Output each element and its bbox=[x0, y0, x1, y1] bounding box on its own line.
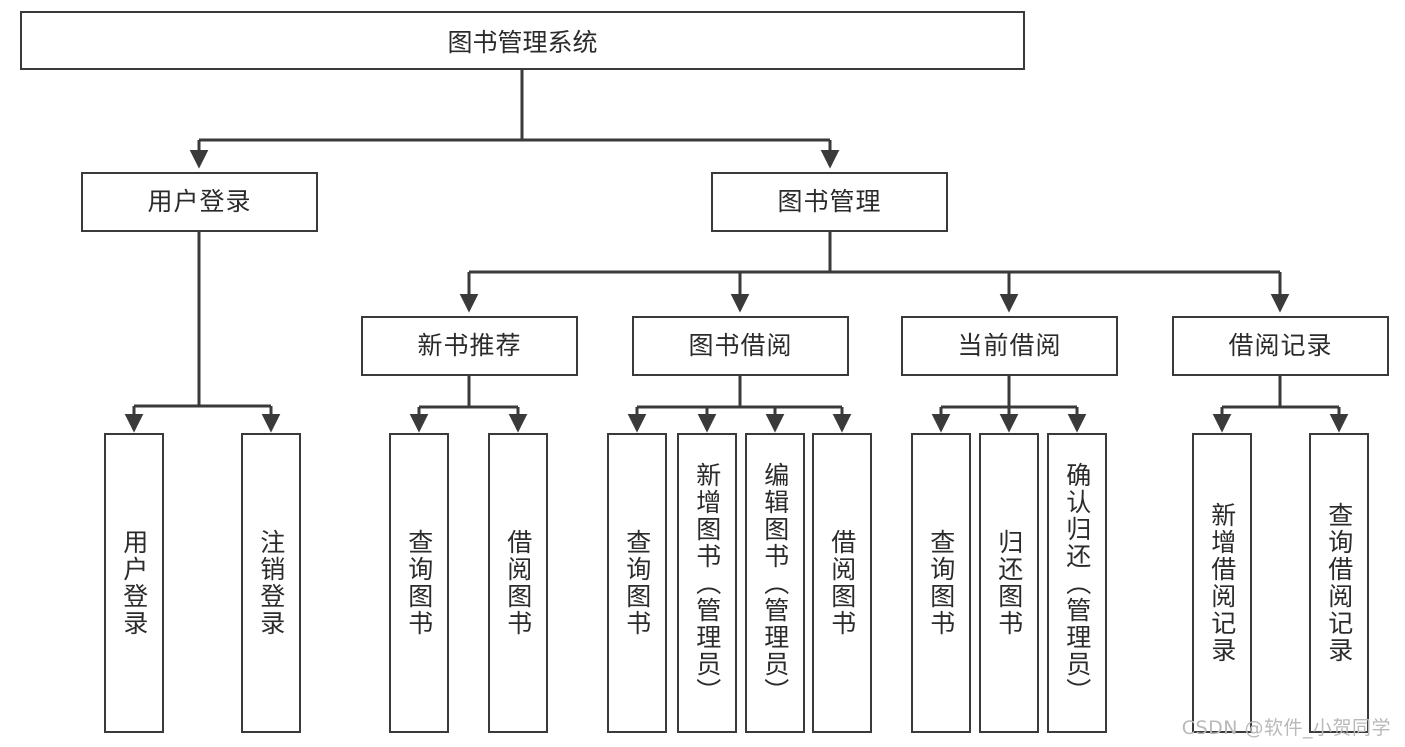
leaf-label: 用户登录 bbox=[119, 529, 149, 637]
leaf-label: 查询图书 bbox=[926, 529, 956, 637]
node-borrow-record[interactable]: 借阅记录 bbox=[1172, 316, 1389, 376]
watermark-text: CSDN @软件_小贺同学 bbox=[1181, 717, 1391, 739]
leaf-label: 确认归还（管理员） bbox=[1062, 461, 1092, 705]
leaf-user-login[interactable]: 用户登录 bbox=[104, 433, 164, 733]
leaf-query-book-1[interactable]: 查询图书 bbox=[389, 433, 449, 733]
leaf-borrow-book-2[interactable]: 借阅图书 bbox=[812, 433, 872, 733]
leaf-label: 借阅图书 bbox=[827, 529, 857, 637]
leaf-logout-login[interactable]: 注销登录 bbox=[241, 433, 301, 733]
leaf-return-book[interactable]: 归还图书 bbox=[979, 433, 1039, 733]
leaf-add-record[interactable]: 新增借阅记录 bbox=[1192, 433, 1252, 733]
node-user-login[interactable]: 用户登录 bbox=[81, 172, 318, 232]
leaf-query-book-2[interactable]: 查询图书 bbox=[607, 433, 667, 733]
node-new-book-recommend[interactable]: 新书推荐 bbox=[361, 316, 578, 376]
leaf-confirm-return[interactable]: 确认归还（管理员） bbox=[1047, 433, 1107, 733]
leaf-edit-book[interactable]: 编辑图书（管理员） bbox=[745, 433, 805, 733]
leaf-label: 归还图书 bbox=[994, 529, 1024, 637]
leaf-label: 编辑图书（管理员） bbox=[760, 461, 790, 705]
leaf-query-record[interactable]: 查询借阅记录 bbox=[1309, 433, 1369, 733]
leaf-query-book-3[interactable]: 查询图书 bbox=[911, 433, 971, 733]
node-root-system[interactable]: 图书管理系统 bbox=[20, 11, 1025, 70]
node-book-borrow[interactable]: 图书借阅 bbox=[632, 316, 849, 376]
leaf-label: 新增借阅记录 bbox=[1207, 502, 1237, 664]
leaf-add-book[interactable]: 新增图书（管理员） bbox=[677, 433, 737, 733]
leaf-label: 注销登录 bbox=[256, 529, 286, 637]
leaf-label: 查询借阅记录 bbox=[1324, 502, 1354, 664]
node-current-borrow[interactable]: 当前借阅 bbox=[901, 316, 1118, 376]
leaf-label: 新增图书（管理员） bbox=[692, 461, 722, 705]
node-book-manage[interactable]: 图书管理 bbox=[711, 172, 948, 232]
leaf-borrow-book-1[interactable]: 借阅图书 bbox=[488, 433, 548, 733]
leaf-label: 借阅图书 bbox=[503, 529, 533, 637]
leaf-label: 查询图书 bbox=[622, 529, 652, 637]
leaf-label: 查询图书 bbox=[404, 529, 434, 637]
